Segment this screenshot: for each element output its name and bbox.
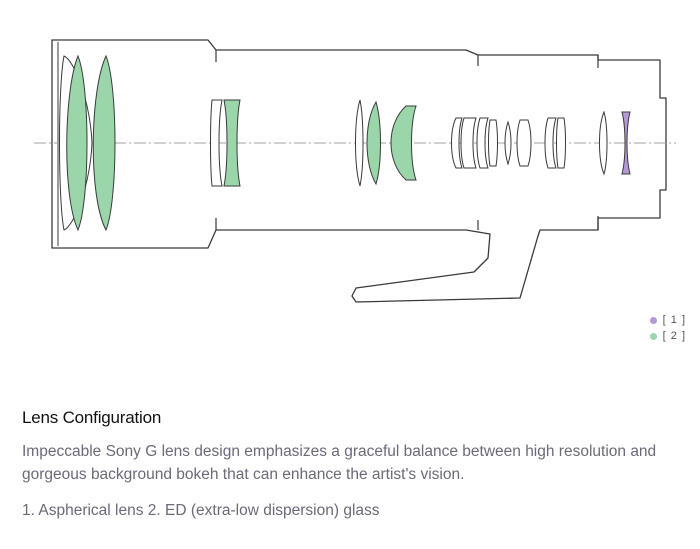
ed-element-front-2 [92,54,116,232]
aspherical-element [621,111,631,175]
lens-element [504,120,512,166]
lens-element [556,117,566,169]
ed-element-group-2 [223,99,241,187]
section-title: Lens Configuration [22,408,162,427]
section-description: Impeccable Sony G lens design emphasizes… [22,443,657,483]
legend-item-aspherical: [ 1 ] [649,312,686,328]
legend-label-aspherical: [ 1 ] [662,314,686,326]
lens-configuration-diagram [34,39,676,303]
lens-element [488,119,498,167]
ed-element-group-3b [390,105,417,181]
lens-element [544,117,557,169]
legend-item-ed: [ 2 ] [649,328,686,344]
legend-swatch-aspherical [649,316,657,324]
legend-swatch-ed [649,332,657,340]
diagram-legend: [ 1 ] [ 2 ] [649,312,686,344]
lens-element [210,99,223,187]
lens-configuration-section: Lens Configuration Impeccable Sony G len… [22,408,682,520]
lens-element [476,117,489,169]
lens-element [516,119,532,167]
ed-element-group-3a [366,100,381,186]
lens-element [599,110,608,176]
lens-element [451,117,463,169]
lens-element [460,117,477,169]
lens-element [355,99,364,187]
section-footnote: 1. Aspherical lens 2. ED (extra-low disp… [22,502,380,519]
legend-label-ed: [ 2 ] [662,330,686,342]
ed-element-front-1 [66,54,88,232]
